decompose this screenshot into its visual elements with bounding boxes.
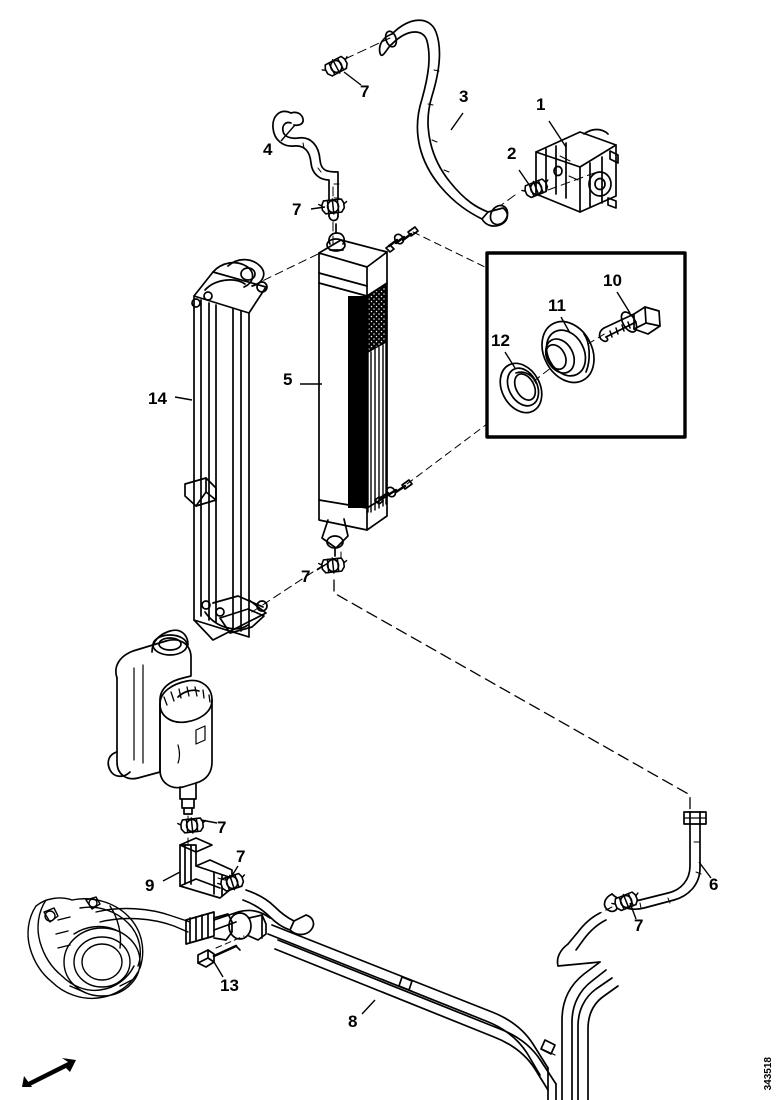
turbocharger-assembly: [27, 896, 191, 1000]
hydraulic-motor-1: [535, 128, 619, 213]
clamp-7-reservoir: [176, 815, 208, 836]
callout-2: 2: [507, 144, 517, 163]
reservoir-tank: [107, 629, 213, 815]
oil-cooler-guard-14: [184, 258, 268, 641]
hose-3-upper-long: [378, 19, 509, 227]
fastener-detail-box: [485, 251, 687, 439]
callout-3: 3: [459, 87, 469, 106]
callout-7-elbow: 7: [236, 847, 246, 866]
callout-7-reservoir: 7: [217, 818, 227, 837]
assembly-dash-path: [333, 579, 691, 811]
callout-4: 4: [263, 140, 273, 159]
callout-7-cooler: 7: [301, 567, 311, 586]
callout-7-hose6: 7: [634, 916, 644, 935]
callout-5: 5: [283, 370, 293, 389]
clamp-7-top: [319, 52, 353, 81]
callout-13: 13: [220, 976, 239, 995]
callout-1: 1: [536, 95, 546, 114]
callout-12: 12: [491, 331, 510, 350]
callout-14: 14: [148, 389, 167, 408]
clamp-7-hose4: [317, 196, 349, 217]
callout-6: 6: [709, 875, 719, 894]
callout-9: 9: [145, 876, 155, 895]
part-id-code: 343518: [763, 1056, 774, 1090]
direction-arrow-marker: [22, 1058, 76, 1087]
callout-leaders: [162, 71, 712, 1015]
tube-clamp: [398, 976, 556, 1056]
callout-7-top: 7: [360, 82, 370, 101]
oil-cooler-core-5: [318, 223, 488, 557]
hose6-riser-joint: [556, 912, 607, 967]
oil-line-tube-8: [185, 909, 619, 1100]
callout-10: 10: [603, 271, 622, 290]
hose-4-upper-short: [272, 110, 340, 222]
clamp-7-cooler-bottom: [317, 555, 349, 576]
callout-7-hose4: 7: [292, 200, 302, 219]
cap-screw-13: [197, 944, 241, 968]
callout-11: 11: [548, 296, 566, 315]
callout-8: 8: [348, 1012, 358, 1031]
